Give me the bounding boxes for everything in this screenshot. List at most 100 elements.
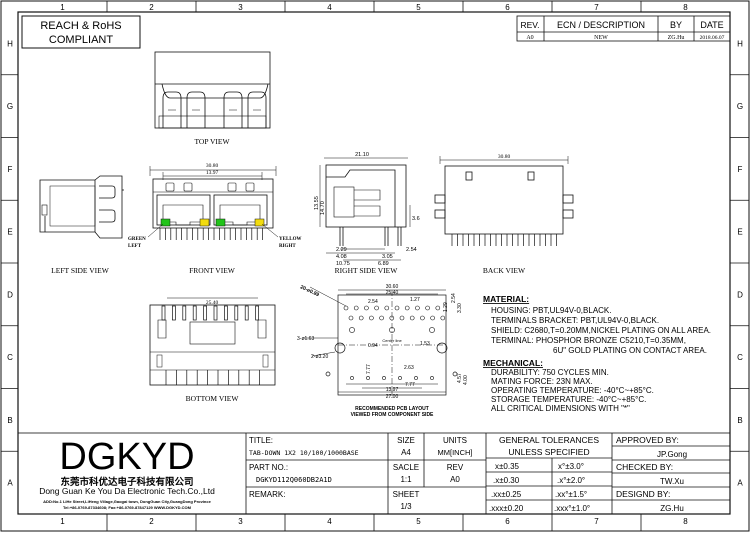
designed-label: DESIGND BY:: [616, 489, 670, 499]
pcb-shield-hole: [366, 376, 370, 380]
size-value: A4: [401, 448, 411, 457]
pcb-pin-hole: [358, 315, 364, 321]
back-view: [434, 156, 574, 235]
pcb-layout: 30.60 25.40 2.54 1.27 20-ø0.89 3-ø1.63 2…: [297, 284, 469, 418]
right-side-view: [319, 157, 411, 261]
side-dim-d1: 2.29: [336, 247, 347, 253]
grid-col-label-bottom: 2: [149, 517, 154, 526]
checked-value: TW.Xu: [660, 477, 684, 486]
grid-col-label-bottom: 8: [683, 517, 688, 526]
pcb-led-hole: [429, 327, 435, 333]
units-label: UNITS: [443, 436, 467, 445]
approved-value: JP.Gong: [657, 450, 687, 459]
pcb-pin-hole: [343, 305, 349, 311]
tolerance-title-1: GENERAL TOLERANCES: [499, 435, 599, 445]
bottom-dim-width: 25.40: [206, 300, 219, 306]
pcb-dim-d7: 3.30: [457, 303, 463, 313]
size-label: SIZE: [397, 436, 415, 445]
left-side-view: [39, 175, 124, 239]
pcb-dim-d2: 2.63: [404, 365, 414, 371]
bottom-view-clips: [157, 319, 267, 345]
side-dim-h1: 13.55: [314, 196, 320, 210]
ecn-header: ECN / DESCRIPTION: [557, 20, 645, 30]
title-value: TAB-DOWN 1X2 10/100/1000BASE: [249, 449, 359, 457]
grid-col-label-bottom: 4: [327, 517, 332, 526]
material-line-4: TERMINAL: PHOSPHOR BRONZE C5210,T=0.35MM…: [491, 336, 686, 345]
green-led-right: [215, 218, 226, 227]
pcb-hole-mid: 3-ø1.63: [297, 336, 314, 342]
bottom-view-caption: BOTTOM VIEW: [186, 394, 240, 403]
compliance-box: REACH & RoHS COMPLIANT: [21, 15, 141, 49]
pcb-mount-hole-left: [334, 342, 346, 354]
bottom-pin: [234, 305, 239, 321]
front-view-pins: [159, 228, 263, 240]
tolerance-ang-1: x°±3.0°: [558, 462, 584, 471]
bottom-center-block: [189, 321, 236, 345]
grid-col-label-top: 8: [683, 3, 688, 12]
side-dim-d4: 3.05: [382, 254, 393, 260]
grid-row-label-left: F: [8, 165, 13, 174]
material-line-1: HOUSING: PBT,UL94V-0,BLACK.: [491, 306, 612, 315]
left-side-view-caption: LEFT SIDE VIEW: [51, 266, 110, 275]
pcb-hole-big: 2-ø3.20: [311, 354, 328, 360]
scale-value: 1:1: [400, 475, 412, 484]
pcb-dim-span: 25.40: [386, 290, 399, 296]
bottom-pin: [172, 305, 176, 321]
tolerance-title-2: UNLESS SPECIFIED: [508, 447, 589, 457]
green-led-left: [160, 218, 171, 227]
pcb-led-hole: [389, 327, 395, 333]
company-address: ADD:No.1 LiHe Street,LiHeng Village,Gaog…: [43, 499, 211, 504]
mechanical-line-5: ALL CRITICAL DIMENSIONS WITH "*": [491, 404, 630, 413]
pcb-pin-hole: [394, 305, 400, 311]
pcb-pin-hole: [369, 315, 374, 321]
sheet-label: SHEET: [393, 490, 420, 499]
bottom-view: [149, 297, 276, 386]
pcb-pin-hole: [353, 305, 359, 311]
pcb-dim-d12: 1.53: [420, 341, 430, 347]
pcb-caption-2: VIEWED FROM COMPONENT SIDE: [351, 412, 434, 418]
grid-row-label-left: A: [7, 479, 13, 488]
rev-value-block: A0: [450, 475, 460, 484]
pcb-caption-1: RECOMMENDED PCB LAYOUT: [355, 406, 429, 412]
tolerance-ang-2: .x°±2.0°: [557, 476, 585, 485]
grid-col-label-bottom: 5: [416, 517, 421, 526]
back-dim-width: 30.80: [498, 154, 511, 160]
pcb-dim-d3: 7.77: [366, 364, 372, 374]
right-side-dims: 21.10 13.55 14.70 3.6 2.29 4.08 10.75 3.…: [314, 152, 420, 267]
pcb-dim-d1: 0.94: [368, 343, 378, 349]
pcb-led-hole: [349, 327, 355, 333]
right-label: RIGHT: [279, 244, 296, 249]
scale-label: SACLE: [393, 463, 419, 472]
part-no-value: DGKYD112Q060DB2A1D: [256, 476, 332, 484]
pcb-mount-hole-right: [436, 342, 448, 354]
part-no-label: PART NO.:: [249, 463, 288, 472]
rev-header: REV.: [520, 20, 539, 30]
top-view: [154, 51, 271, 129]
material-line-2: TERMINALS BRACKET: PBT,UL94V-0,BLACK.: [491, 316, 659, 325]
tolerance-lin-4: .xxx±0.20: [489, 504, 524, 513]
date-value: 2018.06.07: [700, 35, 725, 41]
left-label: LEFT: [128, 244, 142, 249]
grid-row-label-left: E: [7, 228, 12, 237]
front-top-tab: [165, 182, 175, 192]
pcb-dim-pitch-a: 2.54: [368, 299, 378, 305]
approved-label: APPROVED BY:: [616, 435, 679, 445]
grid-row-label-left: B: [7, 416, 12, 425]
front-view: 30.80 13.97 GREEN LEFT YELLOW RIGHT: [128, 163, 302, 249]
pcb-dim-overall: 30.60: [386, 284, 399, 290]
rev-label: REV: [447, 463, 464, 472]
pcb-dim-pitch-b: 1.27: [410, 297, 420, 303]
top-view-caption: TOP VIEW: [194, 137, 230, 146]
material-title: MATERIAL:: [483, 294, 529, 304]
front-top-tab: [183, 182, 193, 192]
grid-row-label-right: E: [737, 228, 742, 237]
bottom-pin: [244, 305, 249, 321]
front-top-tab: [227, 182, 237, 192]
company-name-cn: 东莞市科优达电子科技有限公司: [60, 476, 193, 488]
revision-table: REV. ECN / DESCRIPTION BY DATE A0 NEW ZG…: [516, 15, 731, 42]
bottom-pin: [192, 305, 197, 321]
side-dim-h2: 14.70: [320, 201, 326, 215]
pcb-dim-d10: 4.00: [463, 375, 469, 385]
grid-col-label-bottom: 7: [594, 517, 599, 526]
